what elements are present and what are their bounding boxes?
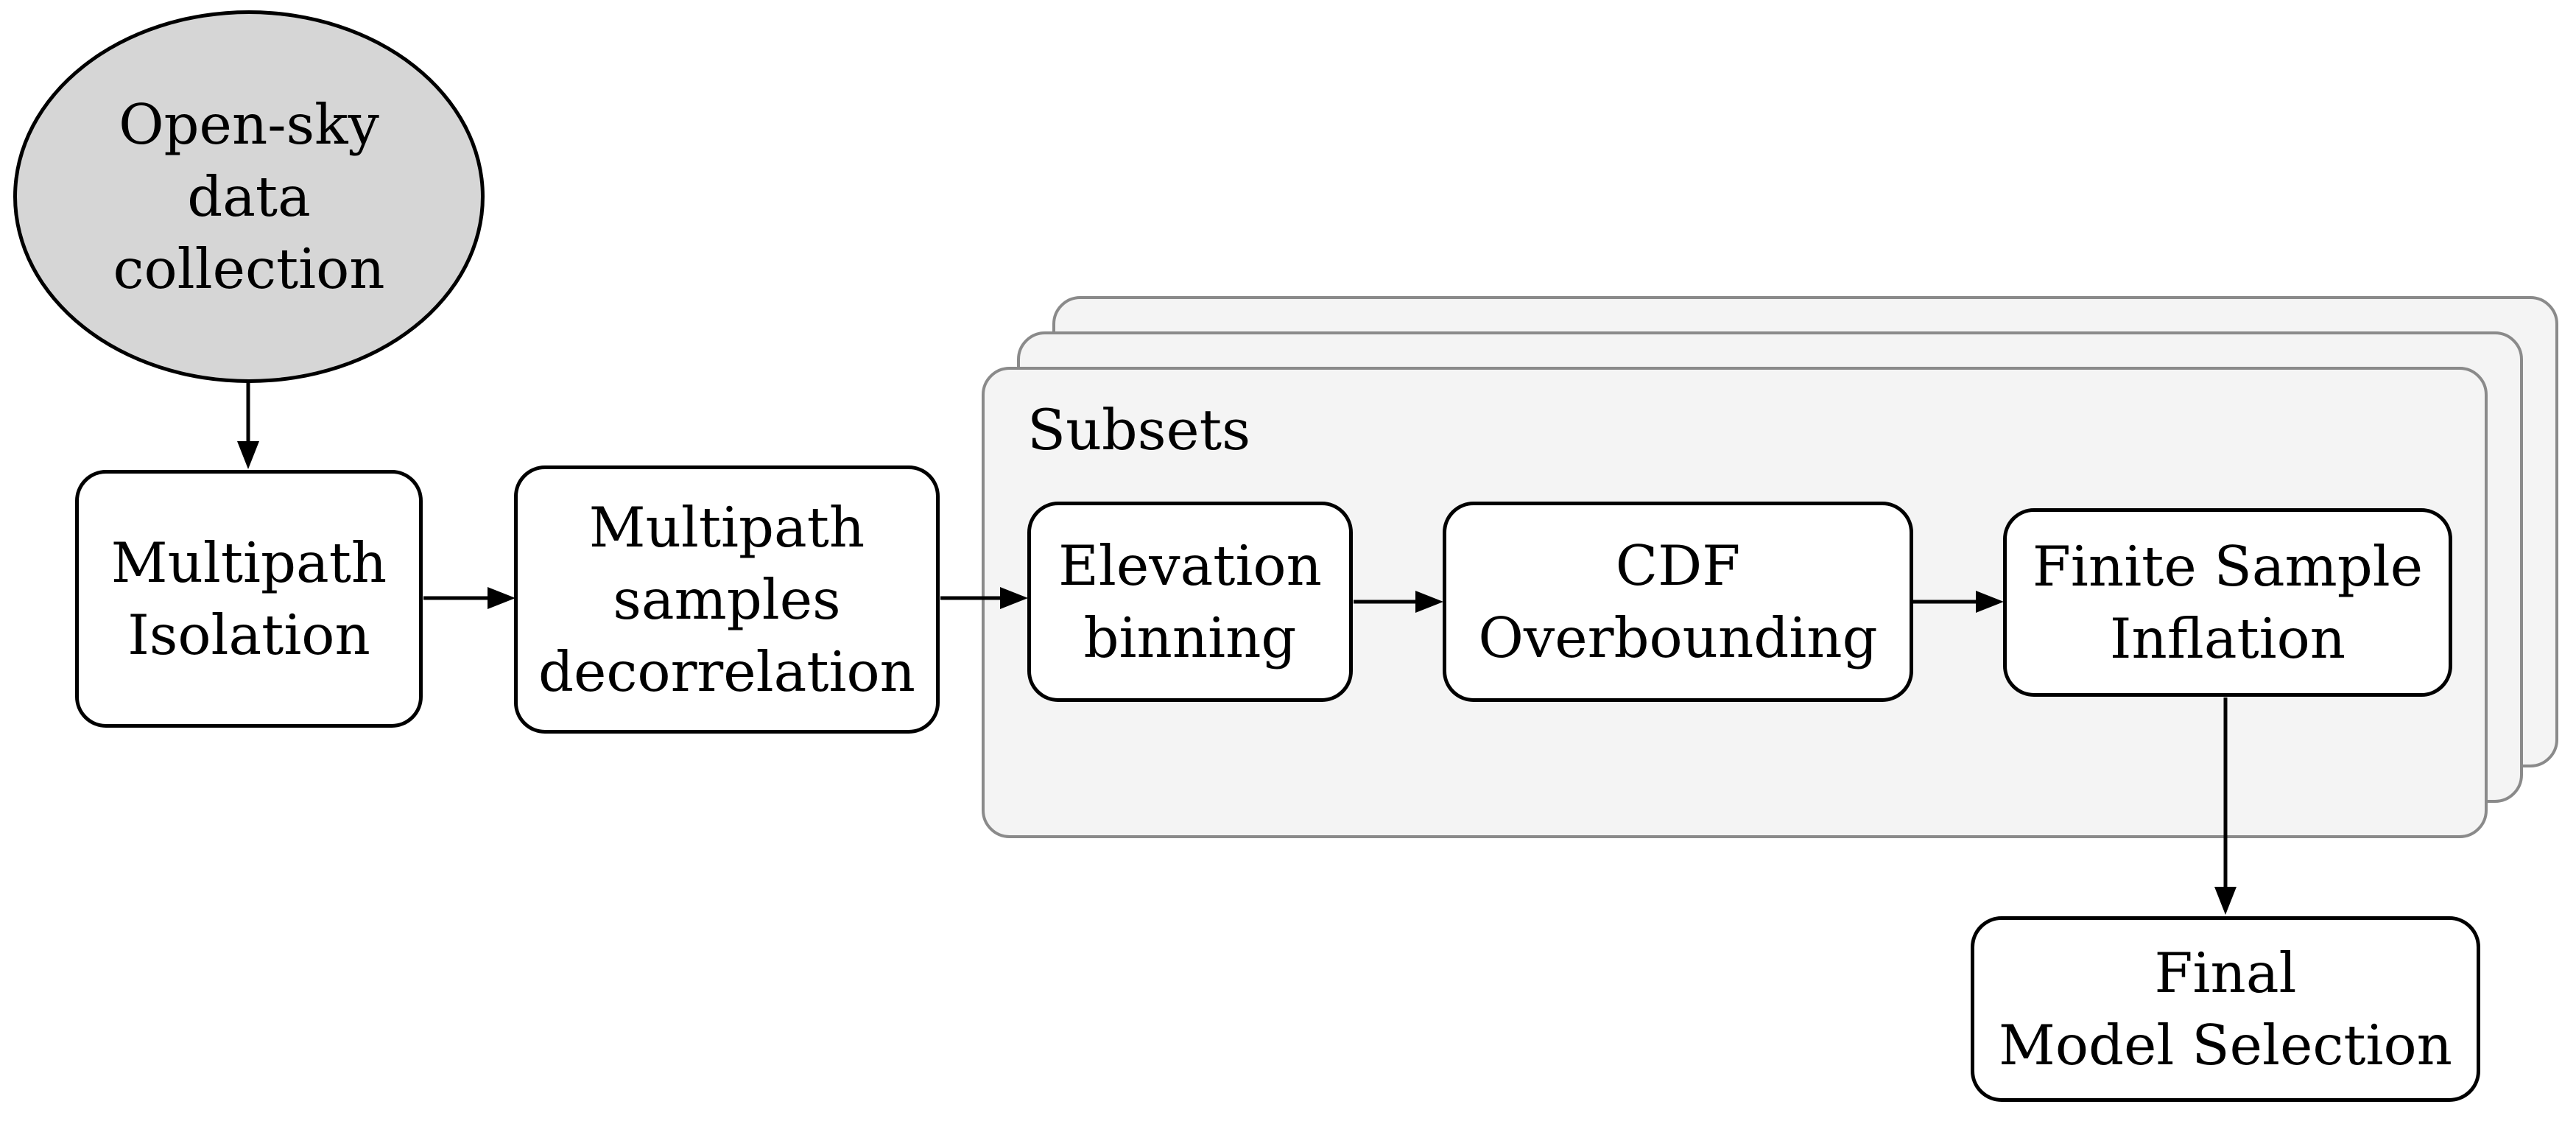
subsets-panel-label: Subsets — [1027, 397, 1251, 463]
arrow-isolation-to-samples-decorrelation — [423, 587, 515, 609]
node-multipath-samples-decorrelation: Multipath samples decorrelation — [514, 465, 940, 734]
node-final-model-selection: Final Model Selection — [1971, 916, 2480, 1102]
node-finite-sample-inflation: Finite Sample Inflation — [2003, 508, 2452, 697]
arrow-open-sky-to-multipath-isolation — [237, 380, 259, 469]
node-elevation-binning: Elevation binning — [1027, 502, 1353, 702]
node-multipath-isolation: Multipath Isolation — [75, 470, 423, 728]
node-cdf-overbounding: CDF Overbounding — [1443, 502, 1913, 702]
node-open-sky-data-collection: Open-sky data collection — [13, 10, 485, 383]
